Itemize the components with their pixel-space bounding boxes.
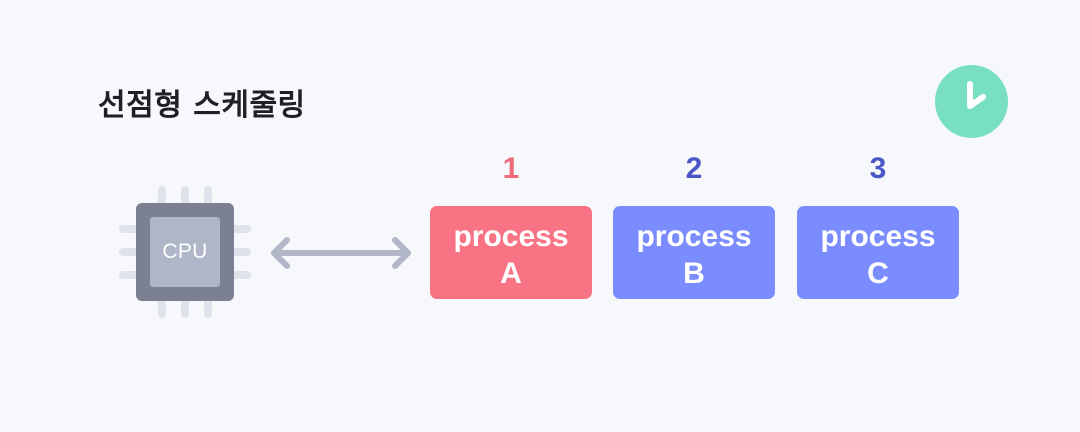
double-arrow-icon [271, 237, 411, 269]
process-box-b: process B [613, 206, 775, 299]
cpu-label: CPU [162, 240, 208, 263]
process-label: process [453, 220, 569, 253]
clock-icon [935, 65, 1008, 138]
process-number: 3 [869, 152, 887, 185]
cpu-chip-icon [119, 186, 251, 318]
process-number: 2 [685, 152, 703, 185]
process-label: process [636, 220, 752, 253]
process-name: C [867, 257, 889, 290]
process-label: process [820, 220, 936, 253]
process-number: 1 [502, 152, 520, 185]
process-box-a: process A [430, 206, 592, 299]
process-name: B [683, 257, 705, 290]
process-name: A [500, 257, 522, 290]
process-box-c: process C [797, 206, 959, 299]
diagram-title: 선점형 스케줄링 [98, 88, 306, 123]
